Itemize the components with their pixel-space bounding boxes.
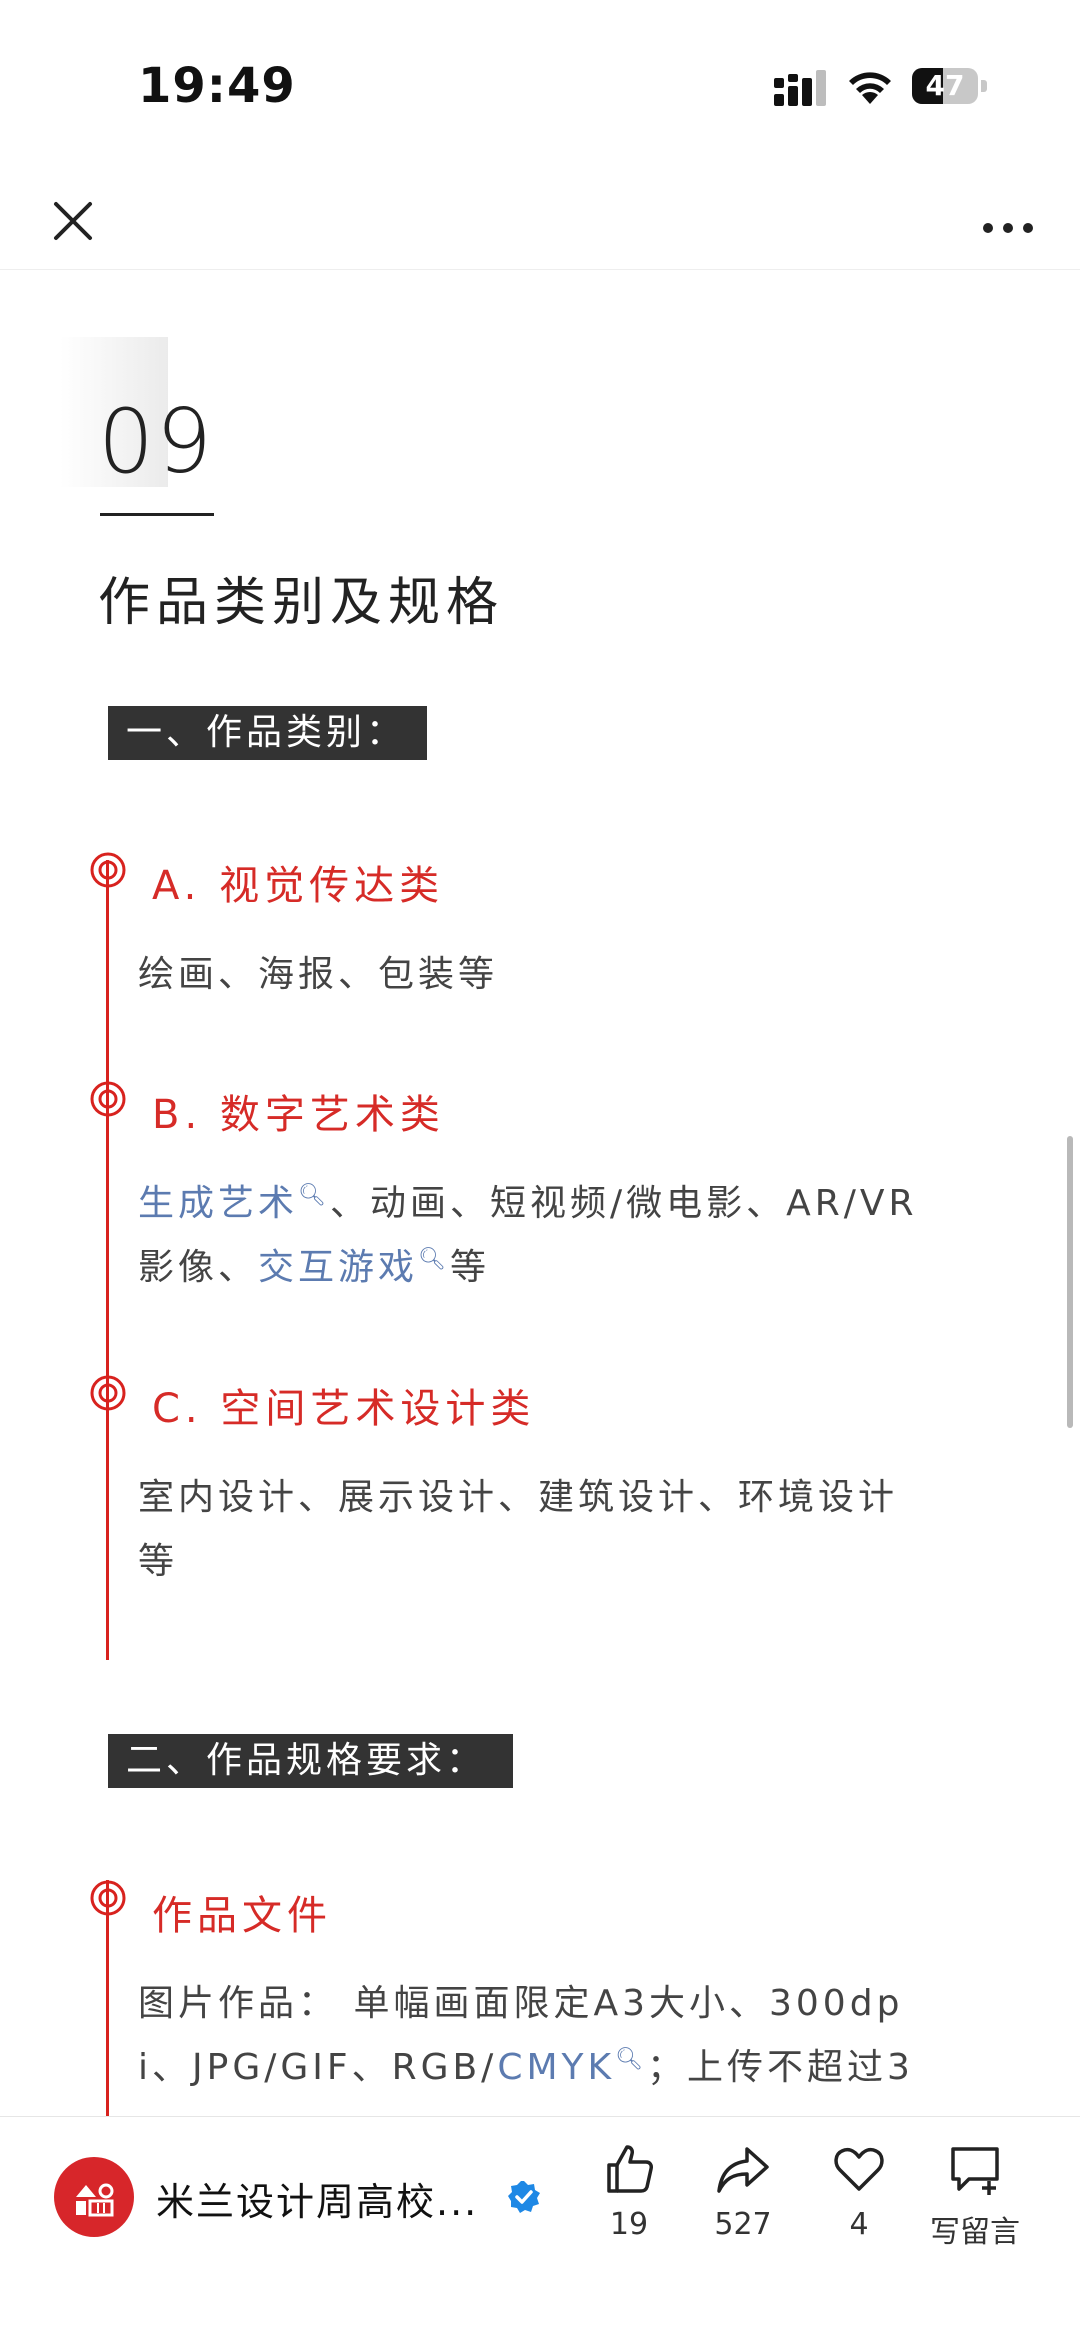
cellular-signal-icon bbox=[774, 70, 826, 106]
comment-add-icon bbox=[951, 2147, 999, 2195]
share-count: 527 bbox=[714, 2207, 772, 2242]
wifi-icon bbox=[849, 72, 891, 104]
write-comment-label: 写留言 bbox=[930, 2215, 1020, 2250]
heart-icon bbox=[834, 2147, 884, 2191]
file-spec-desc: 图片作品： 单幅画面限定A3大小、300dp i、JPG/GIF、RGB/CMY… bbox=[138, 1972, 978, 2100]
keyword-link-interactive-game[interactable]: 交互游戏 bbox=[258, 1247, 419, 1288]
favorite-button[interactable]: 4 bbox=[804, 2141, 914, 2242]
desc-text: 等 bbox=[138, 1541, 179, 1582]
timeline-line bbox=[106, 860, 109, 1660]
desc-text: ；上传不超过3 bbox=[647, 2047, 914, 2088]
status-time: 19:49 bbox=[138, 58, 296, 114]
keyword-link-cmyk[interactable]: CMYK bbox=[497, 2047, 616, 2088]
search-icon[interactable]: 🔍︎ bbox=[298, 1183, 330, 1208]
timeline-node-icon bbox=[90, 852, 126, 888]
category-b-desc: 生成艺术🔍︎、动画、短视频/微电影、AR/VR 影像、交互游戏🔍︎等 bbox=[138, 1172, 978, 1300]
timeline-line bbox=[106, 1880, 109, 2120]
desc-text: i、JPG/GIF、RGB/ bbox=[138, 2047, 498, 2088]
close-icon[interactable] bbox=[40, 188, 106, 254]
file-spec-title: 作品文件 bbox=[152, 1893, 332, 1939]
share-button[interactable]: 527 bbox=[688, 2141, 798, 2242]
category-a-desc: 绘画、海报、包装等 bbox=[138, 954, 499, 995]
search-icon[interactable]: 🔍︎ bbox=[615, 2047, 648, 2072]
desc-text: 等 bbox=[449, 1247, 490, 1288]
section-number-background bbox=[60, 337, 168, 487]
nav-bar bbox=[0, 170, 1080, 270]
spec-tag: 二、作品规格要求： bbox=[108, 1734, 513, 1788]
like-button[interactable]: 19 bbox=[574, 2141, 684, 2242]
timeline-node-icon bbox=[90, 1880, 126, 1916]
keyword-link-generative-art[interactable]: 生成艺术 bbox=[138, 1183, 299, 1224]
desc-text: 影像、 bbox=[138, 1247, 259, 1288]
desc-text: 室内设计、展示设计、建筑设计、环境设计 bbox=[138, 1477, 899, 1518]
more-options-icon[interactable] bbox=[970, 188, 1050, 254]
share-arrow-icon bbox=[717, 2147, 769, 2193]
desc-text: 单幅画面限定A3大小、300dp bbox=[353, 1983, 904, 2024]
account-avatar[interactable] bbox=[54, 2157, 134, 2237]
battery-icon: 47 bbox=[912, 68, 978, 104]
section-number: 09 bbox=[98, 390, 214, 493]
category-c-desc: 室内设计、展示设计、建筑设计、环境设计 等 bbox=[138, 1466, 978, 1594]
like-count: 19 bbox=[609, 2207, 649, 2242]
desc-text: 、动画、短视频/微电影、AR/VR bbox=[329, 1183, 918, 1224]
category-c-title: C. 空间艺术设计类 bbox=[152, 1386, 536, 1432]
status-bar: 19:49 47 bbox=[0, 0, 1080, 170]
category-tag: 一、作品类别： bbox=[108, 706, 427, 760]
category-b-title: B. 数字艺术类 bbox=[152, 1092, 445, 1138]
write-comment-button[interactable]: 写留言 bbox=[920, 2141, 1030, 2251]
scrollbar[interactable] bbox=[1067, 1136, 1073, 1428]
timeline-node-icon bbox=[90, 1375, 126, 1411]
battery-cap bbox=[981, 80, 987, 92]
brand-logo-icon bbox=[76, 2183, 114, 2217]
section-title: 作品类别及规格 bbox=[98, 573, 505, 633]
spec-label: 图片作品： bbox=[138, 1983, 339, 2024]
bottom-action-bar: 米兰设计周高校... 19 527 4 写留言 bbox=[0, 2116, 1080, 2348]
account-name[interactable]: 米兰设计周高校... bbox=[156, 2180, 479, 2224]
search-icon[interactable]: 🔍︎ bbox=[418, 1247, 450, 1272]
favorite-count: 4 bbox=[849, 2207, 869, 2242]
timeline-node-icon bbox=[90, 1081, 126, 1117]
battery-fill bbox=[912, 68, 944, 104]
section-number-underline bbox=[100, 513, 214, 516]
battery-level: 47 bbox=[925, 69, 965, 102]
verified-badge-icon bbox=[508, 2181, 540, 2213]
category-a-title: A. 视觉传达类 bbox=[152, 863, 445, 909]
thumbs-up-icon bbox=[607, 2145, 653, 2193]
